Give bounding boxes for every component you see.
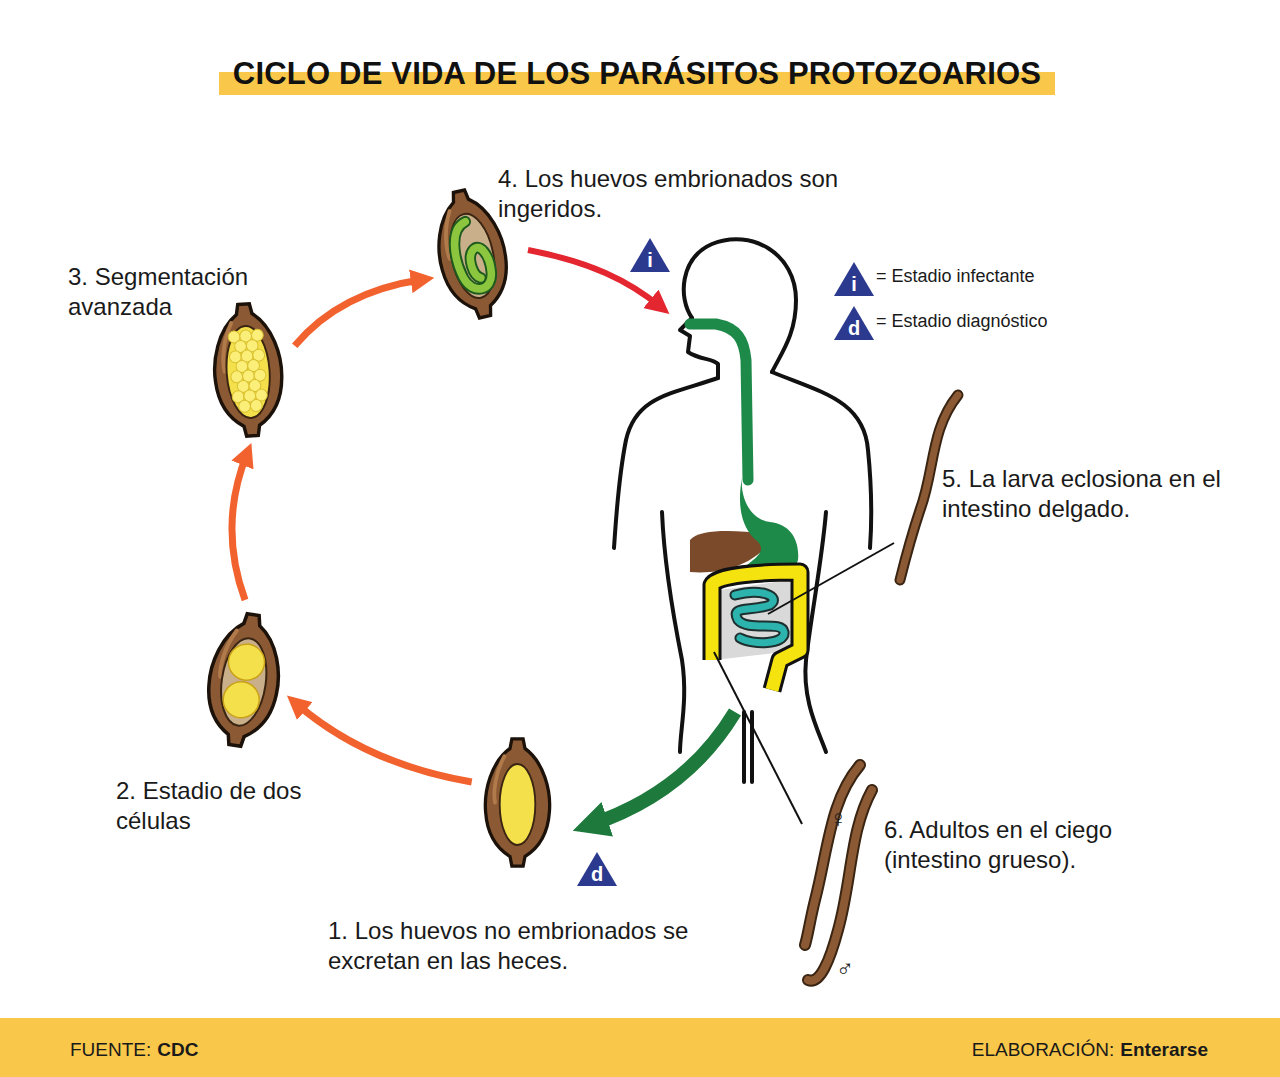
stage-badge: d xyxy=(587,864,607,884)
digestive-tract xyxy=(690,324,800,690)
stage-triangles xyxy=(577,238,874,886)
stage-label: 3. Segmentación avanzada xyxy=(68,262,288,322)
stage-label: 4. Los huevos embrionados son ingeridos. xyxy=(498,164,848,224)
diagram-title: CICLO DE VIDA DE LOS PARÁSITOS PROTOZOAR… xyxy=(233,56,1041,92)
legend-badge: d xyxy=(844,318,864,338)
stage-badge: i xyxy=(640,250,660,270)
legend-badge: i xyxy=(844,274,864,294)
sex-symbol: ♀ xyxy=(829,806,847,832)
egg-stage: 4. Los huevos embrionados son ingeridos. xyxy=(434,186,510,322)
cycle-arrow xyxy=(232,454,247,600)
footer-text: FUENTE: xyxy=(70,1038,151,1062)
excretion-arrow xyxy=(590,712,735,825)
stage-label: 5. La larva eclosiona en el intestino de… xyxy=(942,464,1232,524)
egg-stage: 2. Estadio de dos células xyxy=(204,610,284,750)
legend-text: = Estadio diagnóstico xyxy=(876,309,1048,333)
footer-text: CDC xyxy=(157,1038,198,1062)
legend-row: = Estadio infectante xyxy=(876,264,1035,288)
stage-label: 1. Los huevos no embrionados se excretan… xyxy=(328,916,718,976)
stage-label: 2. Estadio de dos células xyxy=(116,776,306,836)
sex-symbol: ♂ xyxy=(836,956,854,982)
egg-stage: 1. Los huevos no embrionados se excretan… xyxy=(480,735,555,870)
stage-label: 6. Adultos en el ciego (intestino grueso… xyxy=(884,815,1114,875)
legend-row: = Estadio diagnóstico xyxy=(876,309,1048,333)
cycle-arrow xyxy=(295,280,423,346)
footer-text: Enterarse xyxy=(1120,1038,1208,1062)
human-silhouette xyxy=(614,239,871,782)
cycle-arrow xyxy=(296,703,472,782)
egg-shape xyxy=(209,300,287,440)
egg-shape xyxy=(204,610,284,750)
leader-lines xyxy=(714,543,894,824)
egg-shape xyxy=(480,735,555,870)
legend-text: = Estadio infectante xyxy=(876,264,1035,288)
egg-stage: 3. Segmentación avanzada xyxy=(209,300,287,440)
footer-text: ELABORACIÓN: xyxy=(972,1038,1115,1062)
adult-worms xyxy=(805,765,872,981)
